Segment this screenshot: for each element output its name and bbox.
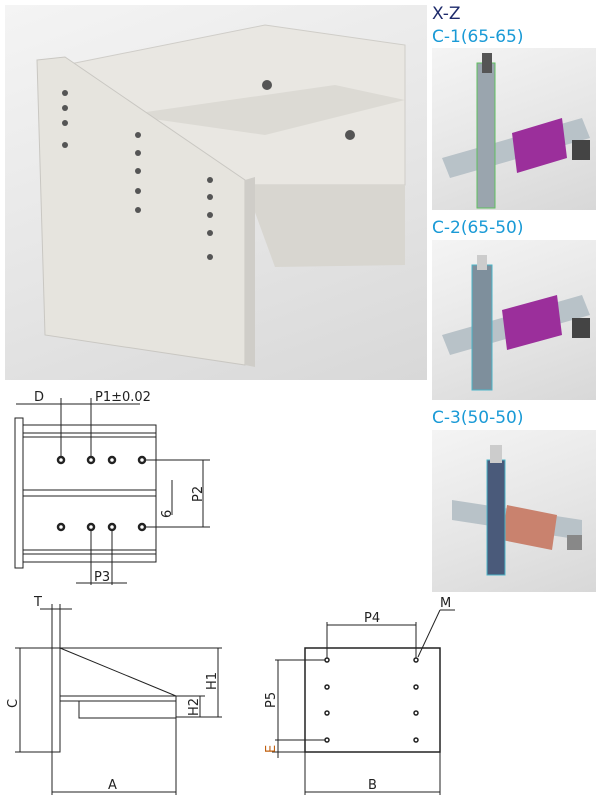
bracket-illustration — [36, 24, 406, 367]
config-label-c2: C-2(65-50) — [432, 218, 524, 238]
dim-label-p5: P5 — [264, 692, 279, 708]
dim-label-e: E — [264, 745, 279, 753]
back-view-drawing: P4 M P5 E B — [264, 596, 455, 795]
bracket-3d-render — [5, 5, 427, 380]
dim-label-c: C — [6, 699, 21, 708]
dim-label-6: 6 — [160, 510, 175, 518]
dim-label-a: A — [108, 778, 117, 793]
dim-label-p3: P3 — [94, 570, 110, 585]
config-label-c1: C-1(65-65) — [432, 27, 524, 47]
dim-label-p2: P2 — [191, 486, 206, 502]
dim-label-h2: H2 — [187, 698, 202, 716]
dim-label-h1: H1 — [205, 672, 220, 690]
dim-label-p4: P4 — [364, 611, 380, 626]
dim-label-b: B — [368, 778, 377, 793]
series-title: X-Z — [432, 4, 461, 24]
dim-label-t: T — [33, 595, 42, 610]
dim-label-p1: P1±0.02 — [95, 390, 151, 405]
side-view-drawing: T C H1 H2 A — [6, 595, 222, 795]
config-image-c2 — [432, 240, 596, 400]
top-view-drawing: D P1±0.02 P2 6 P3 — [14, 390, 210, 585]
config-image-c1 — [432, 48, 596, 210]
config-label-c3: C-3(50-50) — [432, 408, 524, 428]
dim-label-m: M — [440, 596, 451, 611]
dim-label-d: D — [34, 390, 44, 405]
config-image-c3 — [432, 430, 596, 592]
